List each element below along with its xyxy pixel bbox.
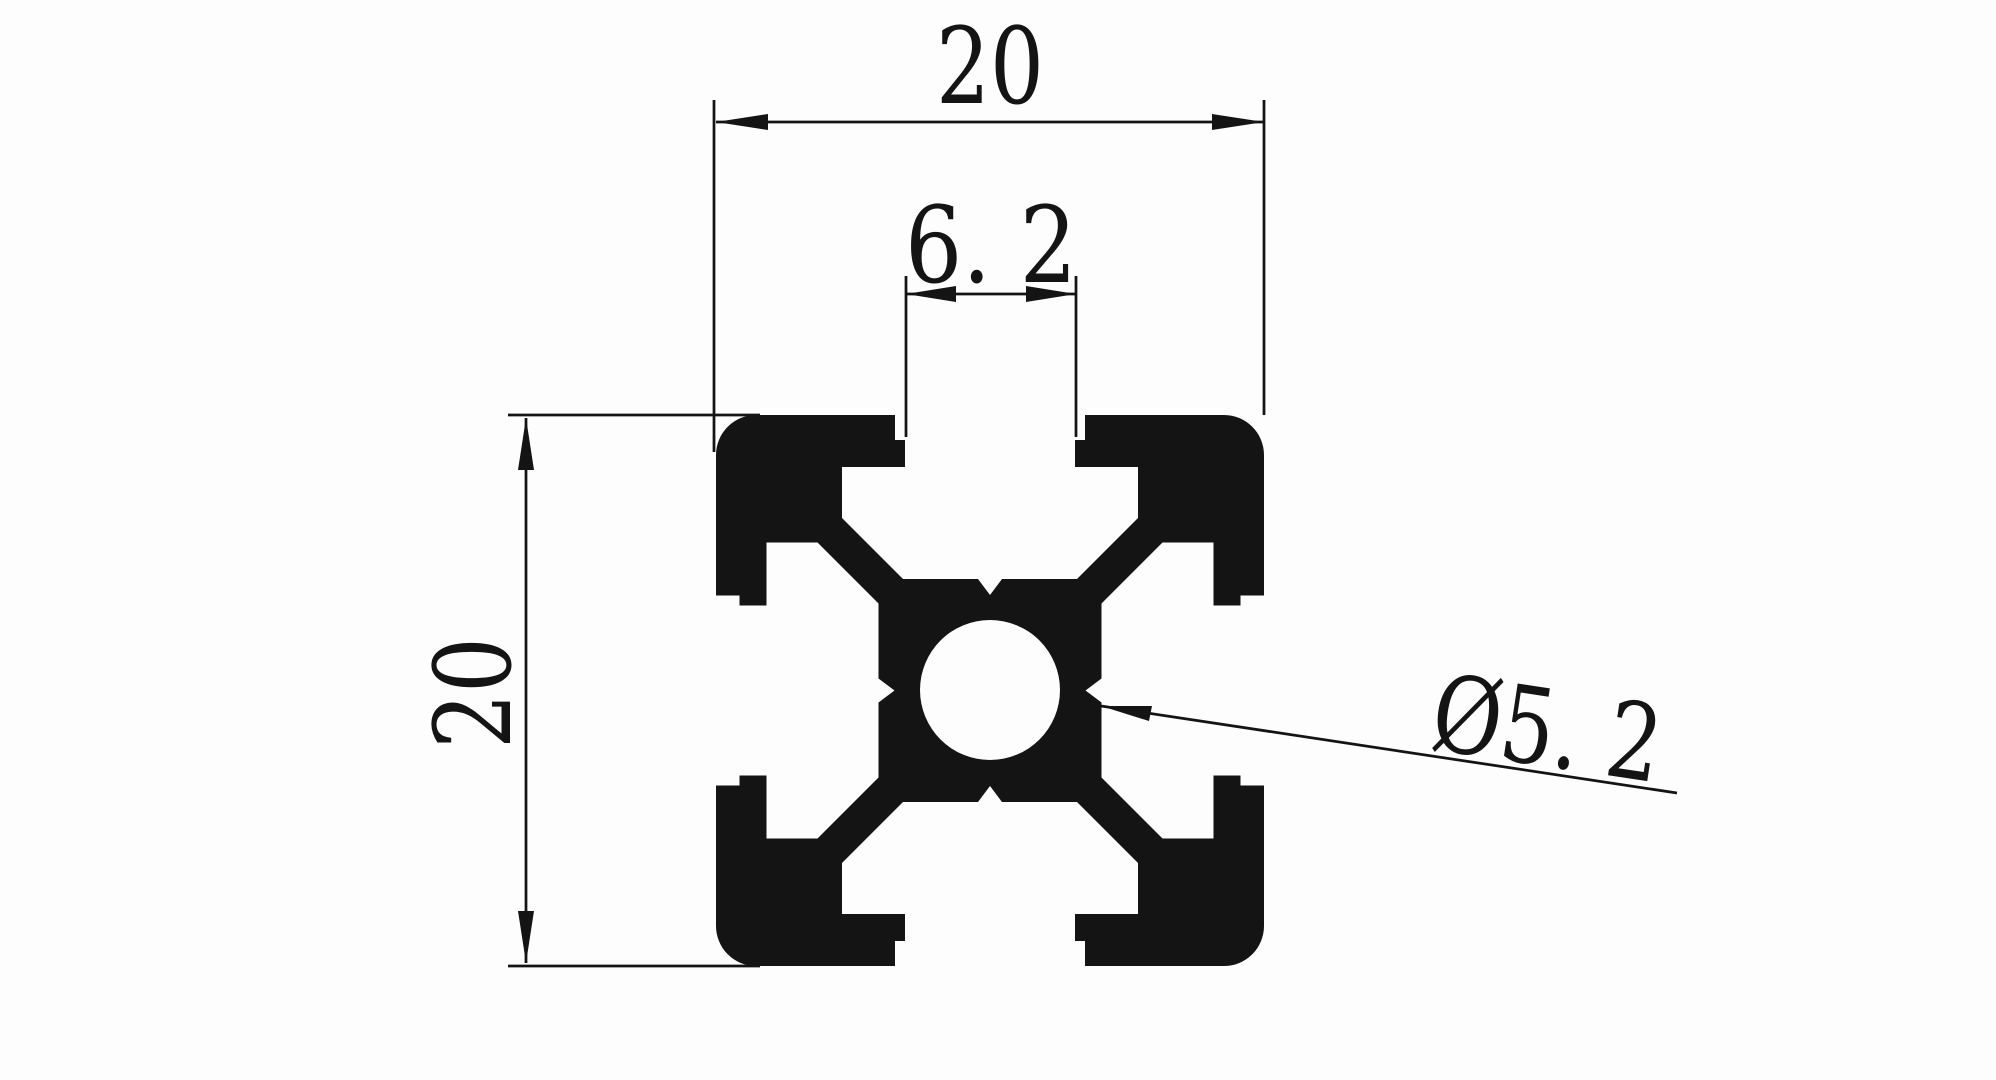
left-height-dim-label: 20 [412,637,535,749]
slot-opening-dim-label: 6. 2 [905,184,1077,307]
arrowhead-right-icon [1026,286,1076,302]
center-bore-hole [920,620,1060,760]
arrowhead-down-icon [518,911,534,963]
arrowhead-left-icon [906,286,956,302]
arrowhead-left-icon [716,114,768,130]
bore-diameter-label: Ø5. 2 [1424,651,1670,807]
arrowhead-right-icon [1212,114,1264,130]
top-width-dim-label: 20 [936,5,1044,128]
left-height-dimension: 20 [412,413,760,968]
leader-line [1100,704,1678,795]
extrusion-profile [697,398,1283,983]
top-width-dimension: 20 [712,5,1266,452]
leader-arrowhead-icon [1101,706,1152,721]
slot-opening-dimension: 6. 2 [904,184,1078,437]
arrowhead-up-icon [518,418,534,470]
